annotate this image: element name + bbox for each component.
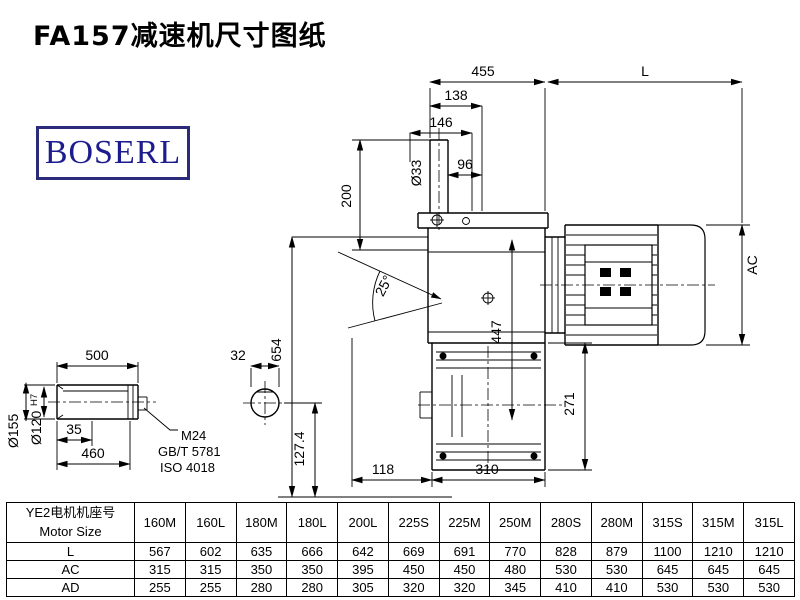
table-cell: 255: [184, 578, 237, 597]
table-cell: 1210: [743, 542, 795, 561]
table-cell: 345: [489, 578, 542, 597]
table-cell: 666: [286, 542, 339, 561]
column-header: 315L: [743, 502, 795, 543]
table-cell: 315: [184, 560, 237, 579]
row-label: L: [6, 542, 135, 561]
table-cell: 480: [489, 560, 542, 579]
dim-200-label: 200: [338, 184, 354, 208]
table-cell: 280: [286, 578, 339, 597]
dim-654-label: 654: [268, 338, 284, 362]
angle-indicator: 25°: [337, 251, 443, 329]
brand-logo-text: BOSERL: [44, 134, 182, 171]
dim-32-label: 32: [230, 347, 246, 363]
dim-460-label: 460: [81, 445, 105, 461]
dim-118-label: 118: [372, 461, 395, 477]
motor-assembly: [540, 224, 715, 346]
column-header: 225S: [387, 502, 440, 543]
shaft-section-view: 32: [230, 347, 287, 425]
motor-size-header-cell: YE2电机机座号 Motor Size: [6, 502, 135, 543]
table-cell: 530: [540, 560, 592, 579]
dim-127-label: 127.4: [291, 431, 307, 466]
table-cell: 410: [540, 578, 592, 597]
table-cell: 410: [590, 578, 643, 597]
shaft-detail-view: M24 GB/T 5781 ISO 4018 500 35 460 Ø155: [5, 347, 221, 475]
column-header: 250M: [489, 502, 542, 543]
motor-size-header-en: Motor Size: [39, 523, 102, 539]
column-header: 180M: [235, 502, 288, 543]
table-cell: 255: [134, 578, 186, 597]
column-header: 180L: [286, 502, 339, 543]
thread-m24-label: M24: [181, 428, 206, 443]
row-label: AD: [6, 578, 135, 597]
dim-455-label: 455: [471, 63, 495, 79]
brand-logo-box: BOSERL: [36, 126, 190, 180]
dim-271-label: 271: [561, 392, 577, 416]
dim-96-label: 96: [457, 156, 473, 172]
dim-35-label: 35: [66, 421, 82, 437]
dim-310-label: 310: [475, 461, 499, 477]
table-cell: 305: [337, 578, 389, 597]
column-header: 200L: [337, 502, 389, 543]
table-cell: 280: [235, 578, 288, 597]
dimension-lines: 455 L 138 146 96 Ø33 200: [268, 63, 760, 498]
dim-dia120-tol-label: H7: [29, 394, 40, 406]
table-cell: 320: [387, 578, 440, 597]
table-cell: 350: [235, 560, 288, 579]
dim-447-label: 447: [488, 320, 504, 344]
table-cell: 642: [337, 542, 389, 561]
table-cell: 1210: [692, 542, 745, 561]
table-cell: 395: [337, 560, 389, 579]
page-title: FA157减速机尺寸图纸: [33, 21, 327, 52]
column-header: 160M: [134, 502, 186, 543]
gearbox-housing: [417, 212, 562, 471]
table-cell: 350: [286, 560, 339, 579]
standard-iso-label: ISO 4018: [160, 460, 215, 475]
table-cell: 530: [590, 560, 643, 579]
table-cell: 691: [438, 542, 491, 561]
table-cell: 530: [641, 578, 694, 597]
dim-138-label: 138: [444, 87, 468, 103]
table-cell: 567: [134, 542, 186, 561]
dim-dia33-label: Ø33: [408, 160, 424, 187]
table-cell: 645: [692, 560, 745, 579]
column-header: 280M: [590, 502, 643, 543]
column-header: 280S: [540, 502, 592, 543]
table-cell: 645: [743, 560, 795, 579]
dim-146-label: 146: [429, 114, 453, 130]
table-cell: 879: [590, 542, 643, 561]
column-header: 225M: [438, 502, 491, 543]
table-cell: 669: [387, 542, 440, 561]
table-cell: 320: [438, 578, 491, 597]
table-cell: 450: [438, 560, 491, 579]
motor-size-header-cn: YE2电机机座号: [25, 504, 116, 520]
standard-gbt-label: GB/T 5781: [158, 444, 221, 459]
table-cell: 315: [134, 560, 186, 579]
column-header: 160L: [184, 502, 237, 543]
dim-dia120-label: Ø120: [28, 411, 44, 445]
table-cell: 1100: [641, 542, 694, 561]
table-cell: 828: [540, 542, 592, 561]
column-header: 315S: [641, 502, 694, 543]
table-cell: 635: [235, 542, 288, 561]
row-label: AC: [6, 560, 135, 579]
table-cell: 770: [489, 542, 542, 561]
table-cell: 530: [743, 578, 795, 597]
dim-500-label: 500: [85, 347, 109, 363]
table-cell: 602: [184, 542, 237, 561]
table-cell: 645: [641, 560, 694, 579]
column-header: 315M: [692, 502, 745, 543]
table-cell: 450: [387, 560, 440, 579]
table-cell: 530: [692, 578, 745, 597]
dim-AC-label: AC: [744, 255, 760, 274]
dim-dia155-label: Ø155: [5, 414, 21, 448]
dim-L-label: L: [641, 63, 649, 79]
